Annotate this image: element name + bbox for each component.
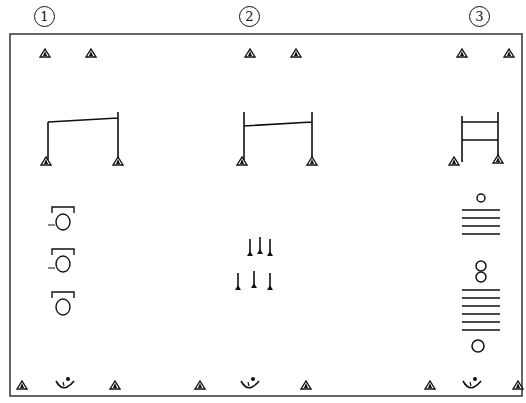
callout-number: 1: [34, 6, 55, 27]
ring-tick: [48, 225, 55, 268]
ladder: [462, 194, 500, 352]
ring-stack: [52, 207, 74, 315]
hurdle: [48, 112, 498, 162]
hurdle-base: [41, 155, 503, 165]
player-symbol: [56, 377, 481, 388]
callout-number: 2: [239, 6, 260, 27]
cone-row: [40, 49, 514, 57]
spike-group: [235, 237, 273, 290]
field-frame: [10, 34, 522, 396]
start-cones: [17, 381, 523, 389]
callout-number: 3: [469, 6, 490, 27]
